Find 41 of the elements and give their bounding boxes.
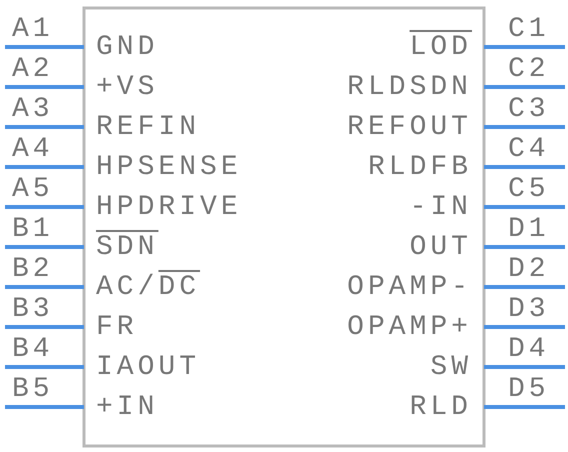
pin-number: C2	[508, 55, 550, 85]
pin-number: A2	[12, 55, 54, 85]
pin-name: SDN	[96, 233, 158, 263]
pin-name: SW	[430, 353, 472, 383]
pin-number: D2	[508, 255, 550, 285]
pin-name: RLD	[410, 393, 472, 423]
pin-name: FR	[96, 313, 138, 343]
pin-name: HPSENSE	[96, 153, 242, 183]
pin-name: OUT	[410, 233, 472, 263]
chip-body	[82, 6, 486, 448]
pin-number: C1	[508, 15, 550, 45]
pin-number: A4	[12, 135, 54, 165]
pin-name: +VS	[96, 73, 158, 103]
pin-name: REFIN	[96, 113, 200, 143]
pin-number: B4	[12, 335, 54, 365]
pin-name: IAOUT	[96, 353, 200, 383]
pin-name: +IN	[96, 393, 158, 423]
pin-number: C3	[508, 95, 550, 125]
pin-name: -IN	[410, 193, 472, 223]
pin-number: C5	[508, 175, 550, 205]
pin-name: AC/DC	[96, 273, 200, 303]
pin-number: B5	[12, 375, 54, 405]
pin-number: A3	[12, 95, 54, 125]
pin-number: D4	[508, 335, 550, 365]
pin-name: OPAMP-	[347, 273, 472, 303]
pin-number: D1	[508, 215, 550, 245]
pin-number: D3	[508, 295, 550, 325]
pin-name: GND	[96, 33, 158, 63]
pin-name: OPAMP+	[347, 313, 472, 343]
pin-name: HPDRIVE	[96, 193, 242, 223]
pin-name: REFOUT	[347, 113, 472, 143]
pin-number: B2	[12, 255, 54, 285]
pin-name: RLDSDN	[347, 73, 472, 103]
pin-number: B3	[12, 295, 54, 325]
pin-number: A1	[12, 15, 54, 45]
pin-number: B1	[12, 215, 54, 245]
pin-name: RLDFB	[368, 153, 472, 183]
pin-number: C4	[508, 135, 550, 165]
pin-number: D5	[508, 375, 550, 405]
pin-name: LOD	[410, 33, 472, 63]
pin-number: A5	[12, 175, 54, 205]
